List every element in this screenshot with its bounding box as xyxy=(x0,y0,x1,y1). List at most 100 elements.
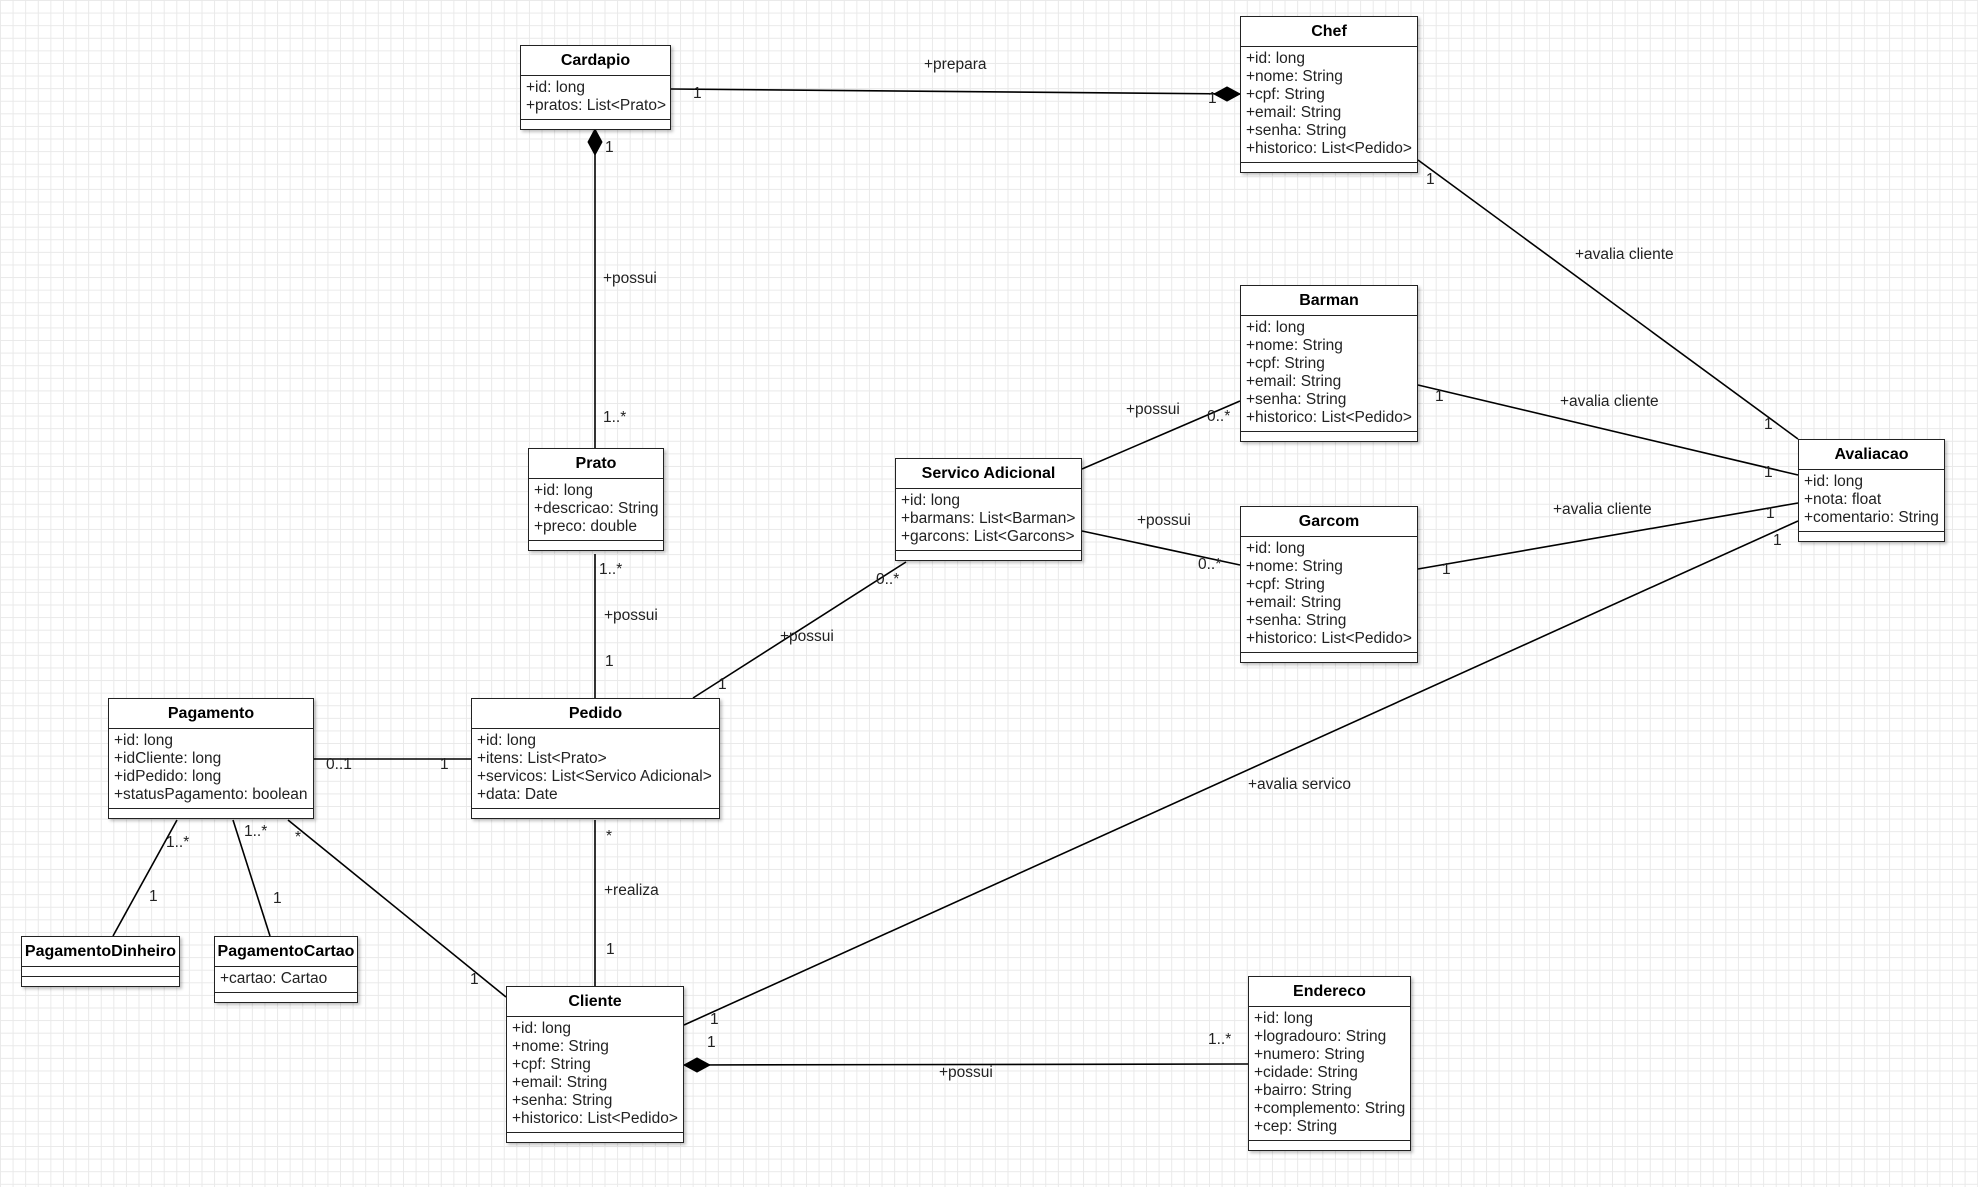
attribute: +cpf: String xyxy=(1246,355,1325,372)
class-pagCartao[interactable]: PagamentoCartao+cartao: Cartao xyxy=(214,936,358,1003)
multiplicity-label: 1 xyxy=(440,756,449,773)
multiplicity-label: 1..* xyxy=(1208,1031,1232,1048)
composition-diamond xyxy=(587,127,603,157)
attribute: +id: long xyxy=(1246,319,1306,336)
class-name: Pedido xyxy=(472,699,719,729)
attribute: +cpf: String xyxy=(1246,576,1325,593)
attribute-compartment: +id: long+nome: String+cpf: String+email… xyxy=(1241,316,1417,432)
multiplicity-label: * xyxy=(606,828,613,845)
association-label: +realiza xyxy=(604,882,659,899)
multiplicity-label: 0..* xyxy=(1207,408,1231,425)
class-pagDinheiro[interactable]: PagamentoDinheiro xyxy=(21,936,180,987)
class-avaliacao[interactable]: Avaliacao+id: long+nota: float+comentari… xyxy=(1798,439,1945,542)
association-label: +possui xyxy=(604,607,658,624)
association-cliente-endereco[interactable] xyxy=(683,1063,1249,1066)
attribute: +idPedido: long xyxy=(114,768,222,785)
association-label: +avalia cliente xyxy=(1560,393,1659,410)
association-label: +possui xyxy=(1126,401,1180,418)
multiplicity-label: 1 xyxy=(1766,505,1775,522)
multiplicity-label: 0..* xyxy=(876,571,900,588)
class-pagamento[interactable]: Pagamento+id: long+idCliente: long+idPed… xyxy=(108,698,314,819)
operation-compartment xyxy=(1241,653,1417,662)
attribute: +nota: float xyxy=(1804,491,1882,508)
association-label: +possui xyxy=(939,1064,993,1081)
attribute: +bairro: String xyxy=(1254,1082,1352,1099)
attribute: +senha: String xyxy=(1246,122,1347,139)
association-barman-avaliacao[interactable] xyxy=(1417,384,1799,476)
association-servico-garcom[interactable] xyxy=(1081,530,1241,566)
operation-compartment xyxy=(507,1133,683,1142)
attribute: +id: long xyxy=(1246,50,1306,67)
attribute: +senha: String xyxy=(1246,391,1347,408)
class-name: Barman xyxy=(1241,286,1417,316)
class-chef[interactable]: Chef+id: long+nome: String+cpf: String+e… xyxy=(1240,16,1418,173)
class-name: Servico Adicional xyxy=(896,459,1081,489)
multiplicity-label: 1 xyxy=(1442,561,1451,578)
class-barman[interactable]: Barman+id: long+nome: String+cpf: String… xyxy=(1240,285,1418,442)
attribute: +nome: String xyxy=(1246,558,1343,575)
attribute-compartment: +id: long+itens: List<Prato>+servicos: L… xyxy=(472,729,719,809)
multiplicity-label: 1 xyxy=(1764,416,1773,433)
attribute-compartment: +cartao: Cartao xyxy=(215,967,357,993)
attribute: +id: long xyxy=(526,79,586,96)
association-pagamento-cliente[interactable] xyxy=(287,819,507,998)
class-garcom[interactable]: Garcom+id: long+nome: String+cpf: String… xyxy=(1240,506,1418,663)
class-endereco[interactable]: Endereco+id: long+logradouro: String+num… xyxy=(1248,976,1411,1151)
association-servico-barman[interactable] xyxy=(1081,400,1241,470)
class-servico[interactable]: Servico Adicional+id: long+barmans: List… xyxy=(895,458,1082,561)
association-pedido-servico[interactable] xyxy=(692,561,907,699)
class-cliente[interactable]: Cliente+id: long+nome: String+cpf: Strin… xyxy=(506,986,684,1143)
class-pedido[interactable]: Pedido+id: long+itens: List<Prato>+servi… xyxy=(471,698,720,819)
attribute: +data: Date xyxy=(477,786,558,803)
attribute: +id: long xyxy=(512,1020,572,1037)
multiplicity-label: 1 xyxy=(710,1011,719,1028)
operation-compartment xyxy=(896,551,1081,560)
operation-compartment xyxy=(472,809,719,818)
operation-compartment xyxy=(1249,1141,1410,1150)
association-pagamento-dinheiro[interactable] xyxy=(112,819,178,937)
class-name: Cardapio xyxy=(521,46,670,76)
operation-compartment xyxy=(521,120,670,129)
attribute: +nome: String xyxy=(1246,337,1343,354)
multiplicity-label: 1 xyxy=(1764,464,1773,481)
attribute: +historico: List<Pedido> xyxy=(1246,409,1412,426)
attribute-compartment: +id: long+idCliente: long+idPedido: long… xyxy=(109,729,313,809)
attribute: +idCliente: long xyxy=(114,750,222,767)
multiplicity-label: 1..* xyxy=(166,834,190,851)
association-garcom-avaliacao[interactable] xyxy=(1417,502,1799,570)
attribute-compartment xyxy=(22,967,179,977)
class-name: Endereco xyxy=(1249,977,1410,1007)
attribute: +id: long xyxy=(477,732,537,749)
attribute: +cpf: String xyxy=(1246,86,1325,103)
attribute: +nome: String xyxy=(512,1038,609,1055)
class-cardapio[interactable]: Cardapio+id: long+pratos: List<Prato> xyxy=(520,45,671,130)
attribute: +email: String xyxy=(1246,104,1342,121)
multiplicity-label: 1 xyxy=(605,139,614,156)
association-chef-avaliacao[interactable] xyxy=(1417,159,1799,440)
association-cliente-avaliacao[interactable] xyxy=(683,520,1799,1026)
attribute: +itens: List<Prato> xyxy=(477,750,607,767)
class-name: Pagamento xyxy=(109,699,313,729)
operation-compartment xyxy=(1799,532,1944,541)
attribute-compartment: +id: long+pratos: List<Prato> xyxy=(521,76,670,120)
multiplicity-label: 1..* xyxy=(599,561,623,578)
attribute: +pratos: List<Prato> xyxy=(526,97,667,114)
multiplicity-label: 1 xyxy=(470,971,479,988)
multiplicity-label: 1 xyxy=(718,676,727,693)
association-pagamento-cartao[interactable] xyxy=(232,819,271,937)
association-cardapio-chef[interactable] xyxy=(670,88,1241,95)
association-label: +avalia servico xyxy=(1248,776,1351,793)
class-name: Avaliacao xyxy=(1799,440,1944,470)
multiplicity-label: 1 xyxy=(1426,171,1435,188)
attribute: +cartao: Cartao xyxy=(220,970,328,987)
class-name: PagamentoDinheiro xyxy=(22,937,179,967)
attribute: +id: long xyxy=(114,732,174,749)
class-prato[interactable]: Prato+id: long+descricao: String+preco: … xyxy=(528,448,664,551)
association-label: +possui xyxy=(780,628,834,645)
class-name: Prato xyxy=(529,449,663,479)
operation-compartment xyxy=(529,541,663,550)
attribute: +id: long xyxy=(1254,1010,1314,1027)
attribute-compartment: +id: long+descricao: String+preco: doubl… xyxy=(529,479,663,541)
operation-compartment xyxy=(1241,432,1417,441)
